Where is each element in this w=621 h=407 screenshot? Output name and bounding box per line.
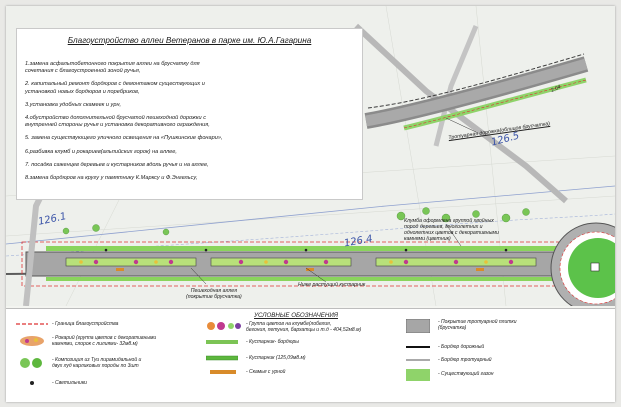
rockery-swatch bbox=[20, 336, 44, 346]
note-item: 1.замена асфальтобетонного покрытия алле… bbox=[25, 61, 200, 75]
legend-item-flower-group: - Группа цветов на клумбе(лобелия, бегон… bbox=[246, 321, 362, 333]
note-item: 8.замена бордюров на кругу у памятнику К… bbox=[25, 175, 198, 182]
label-alley: Пешеходная аллея (покрытие брусчатка) bbox=[186, 288, 242, 300]
bench-swatch bbox=[210, 370, 236, 374]
legend-item-thuja: - Композиция из Туи пирамидальной и двух… bbox=[52, 357, 142, 369]
note-item: 4.обустройство дополнительной брусчатой … bbox=[25, 115, 210, 129]
plan-sheet: 126.5 126.1 126.4 2,04 Тротуарная дорожк… bbox=[6, 6, 615, 402]
sidewalk-curb-swatch bbox=[406, 359, 430, 361]
legend-item-hedge-border: - Кустарник- бордюры bbox=[246, 339, 299, 345]
note-item: 3.установка удобных скамеек и урн, bbox=[25, 101, 122, 108]
label-hedge: Ниже растущий кустарник bbox=[298, 282, 366, 288]
paving-swatch bbox=[406, 319, 430, 333]
legend-title: УСЛОВНЫЕ ОБОЗНАЧЕНИЯ bbox=[254, 312, 338, 319]
note-item: 6.разбивка клумб и рокариев(альпийских г… bbox=[25, 148, 177, 155]
notes-title: Благоустройство аллеи Ветеранов в парке … bbox=[67, 36, 312, 45]
shrub-swatch bbox=[206, 355, 238, 361]
legend-item-rockery: - Рокарий (группа цветов с декоративными… bbox=[52, 335, 157, 347]
notes-panel: Благоустройство аллеи Ветеранов в парке … bbox=[16, 28, 363, 200]
legend-item-sidewalk-curb: - Бордюр тротуарный bbox=[438, 357, 492, 363]
legend-item-lamps: - Светильники bbox=[52, 380, 87, 386]
legend-item-lawn: - Существующий газон bbox=[438, 371, 494, 377]
legend: УСЛОВНЫЕ ОБОЗНАЧЕНИЯ - Граница благоустр… bbox=[6, 308, 615, 402]
legend-item-boundary: - Граница благоустройства bbox=[52, 321, 119, 327]
note-item: 5. замена существующего уличного освещен… bbox=[25, 135, 223, 142]
legend-item-road-curb: - Бордюр дорожный bbox=[438, 344, 485, 350]
note-item: 2. капитальный ремонт бордюров с демонта… bbox=[25, 81, 205, 95]
label-flowerbed: Клумба оформлена группой хвойных пород д… bbox=[404, 218, 499, 242]
boundary-swatch bbox=[16, 323, 48, 325]
note-item: 7. посадка саженцев деревьев и кустарник… bbox=[25, 161, 209, 168]
legend-item-shrub: - Кустарник (125,09м8.м) bbox=[246, 355, 306, 361]
lamp-swatch bbox=[30, 381, 34, 385]
road-curb-swatch bbox=[406, 346, 430, 348]
hedge-border-swatch bbox=[206, 340, 238, 344]
thuja-swatch bbox=[20, 358, 42, 368]
flower-group-swatch bbox=[207, 322, 241, 330]
notes-list: 1.замена асфальтобетонного покрытия алле… bbox=[25, 61, 356, 188]
lawn-swatch bbox=[406, 369, 430, 381]
legend-item-bench: - Скамья с урной bbox=[246, 369, 286, 375]
legend-item-paving: - Покрытие тротуарной плитки (брусчатка) bbox=[438, 319, 517, 331]
